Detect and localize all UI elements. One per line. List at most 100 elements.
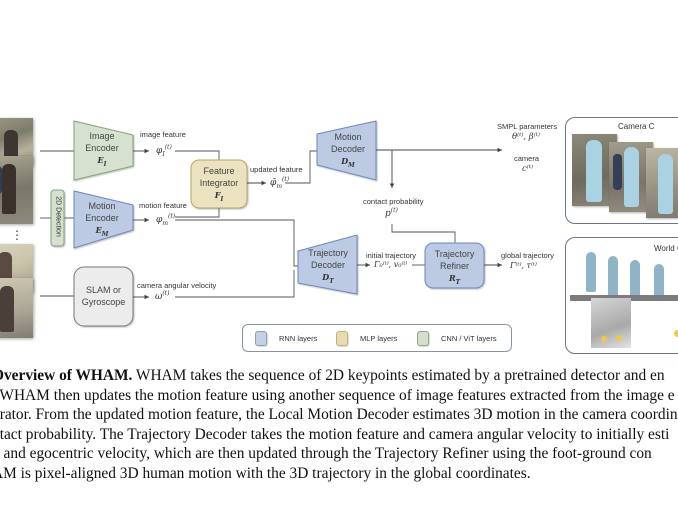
mlp-swatch <box>336 331 348 346</box>
detection-label: 2D Detection <box>54 196 62 237</box>
caption-line-4: ntact probability. The Trajectory Decode… <box>0 425 670 443</box>
walking-mesh-1 <box>586 252 596 292</box>
figure-caption: Overview of WHAM. WHAM takes the sequenc… <box>0 366 678 483</box>
person-silhouette <box>0 166 2 194</box>
image-encoder-shape <box>73 120 134 181</box>
initial-trajectory-symbol: Γ₀⁽ᵗ⁾, v₀⁽ᵗ⁾ <box>374 260 408 269</box>
connector-motion-feature-to-integrator <box>175 208 220 218</box>
image-feature-symbol: φI(t) <box>156 144 172 158</box>
camera-label: camera <box>514 154 540 163</box>
motion-decoder-symbol: DM <box>341 156 355 169</box>
camera-output-frame-3 <box>646 148 678 218</box>
person-silhouette <box>0 286 14 332</box>
body-mesh <box>586 140 602 202</box>
ellipsis-dots: ⋮ <box>11 228 23 242</box>
feature-integrator-symbol: FI <box>214 190 224 203</box>
person-silhouette <box>2 164 16 214</box>
trajectory-refiner-symbol: RT <box>448 273 461 286</box>
body-mesh <box>658 154 673 214</box>
person-silhouette <box>613 154 622 190</box>
smpl-parameters-symbol: θ⁽ᵗ⁾, β⁽ᵗ⁾ <box>512 132 540 142</box>
connector-contact-to-refiner <box>391 224 456 243</box>
trajectory-decoder-line1: Trajectory <box>308 248 348 258</box>
caption-line-2: WHAM then updates the motion feature usi… <box>0 386 675 404</box>
feature-integrator-label: Feature Integrator FI <box>191 165 247 206</box>
legend-label-mlp: MLP layers <box>360 334 398 343</box>
motion-encoder-label: Motion Encoder EM <box>78 200 126 241</box>
world-panel-title: World C <box>654 244 678 253</box>
image-encoder-line2: Encoder <box>85 143 119 153</box>
caption-line-5: n and egocentric velocity, which are the… <box>0 445 652 462</box>
contact-dot <box>601 336 607 342</box>
trajectory-decoder-shape <box>297 234 358 295</box>
feature-integrator-line1: Feature <box>203 166 235 176</box>
updated-feature-symbol: φ̃m(t) <box>270 176 290 190</box>
motion-feature-label: motion feature <box>139 201 187 210</box>
caption-line-6: AM is pixel-aligned 3D human motion with… <box>0 464 531 482</box>
legend-label-rnn: RNN layers <box>279 334 318 343</box>
camera-symbol: c⁽ᵗ⁾ <box>522 164 534 174</box>
motion-encoder-symbol: EM <box>95 225 109 238</box>
person-silhouette <box>4 130 18 160</box>
motion-encoder-shape <box>73 190 134 249</box>
trajectory-refiner-shape <box>424 242 485 289</box>
trajectory-decoder-symbol: DT <box>322 272 334 285</box>
connector-motion-feature-to-traj-decoder <box>175 219 298 267</box>
trajectory-refiner-line1: Trajectory <box>434 249 475 259</box>
connector-angular-velocity-to-traj-decoder <box>175 270 295 298</box>
slam-label: SLAM or Gyroscope <box>74 284 133 308</box>
trajectory-decoder-line2: Decoder <box>310 260 346 270</box>
walking-mesh-4 <box>654 264 664 300</box>
trajectory-refiner-label: Trajectory Refiner RT <box>425 248 484 289</box>
input-frame-2 <box>0 156 33 224</box>
caption-title: Overview of WHAM. <box>0 367 133 384</box>
camera-angular-velocity-label: camera angular velocity <box>137 281 217 290</box>
motion-encoder-line1: Motion <box>88 201 116 211</box>
slam-shape <box>73 266 134 327</box>
initial-trajectory-label: initial trajectory <box>366 251 417 260</box>
highlight-legend-dot <box>674 330 678 337</box>
slam-line2: Gyroscope <box>81 297 126 307</box>
motion-feature-symbol: φm(t) <box>156 213 176 227</box>
angular-velocity-symbol: ω(t) <box>155 290 170 302</box>
slam-line1: SLAM or <box>85 285 121 295</box>
layer-legend: RNN layers MLP layers CNN / ViT layers <box>242 324 512 352</box>
detection-box <box>50 189 65 247</box>
image-encoder-symbol: EI <box>97 155 107 168</box>
motion-decoder-shape <box>316 120 377 181</box>
body-mesh <box>624 147 639 207</box>
smpl-parameters-label: SMPL parameters <box>497 122 558 131</box>
motion-decoder-line2: Decoder <box>330 144 366 154</box>
input-frame-4 <box>0 278 33 338</box>
connector-image-feature-to-integrator <box>175 150 220 160</box>
diagram-canvas <box>40 120 502 327</box>
rnn-swatch <box>255 331 267 346</box>
cnn-swatch <box>417 331 429 346</box>
legend-item-rnn: RNN layers <box>255 331 317 346</box>
feature-integrator-shape <box>190 159 248 209</box>
connector-updated-feature-to-decoder <box>285 150 317 184</box>
caption-line-1: Overview of WHAM. WHAM takes the sequenc… <box>0 366 678 386</box>
legend-label-cnn: CNN / ViT layers <box>441 334 497 343</box>
trajectory-decoder-label: Trajectory Decoder DT <box>301 247 355 288</box>
caption-line-3: grator. From the updated motion feature,… <box>0 406 678 423</box>
updated-feature-label: updated feature <box>250 165 303 174</box>
global-trajectory-symbol: Γ⁽ᵗ⁾, τ⁽ᵗ⁾ <box>510 261 537 270</box>
image-encoder-label: Image Encoder EI <box>78 130 126 171</box>
camera-coordinates-panel: Camera C <box>565 117 678 224</box>
image-feature-label: image feature <box>140 130 186 139</box>
image-encoder-line1: Image <box>89 131 115 141</box>
contact-probability-label: contact probability <box>363 197 424 206</box>
motion-decoder-label: Motion Decoder DM <box>322 131 374 172</box>
contact-probability-symbol: p(t) <box>385 207 398 219</box>
legend-item-mlp: MLP layers <box>336 331 397 346</box>
contact-dot <box>616 335 622 341</box>
walking-mesh-2 <box>608 256 618 296</box>
motion-decoder-line1: Motion <box>334 132 362 142</box>
camera-output-frame-2 <box>609 142 653 212</box>
motion-encoder-line2: Encoder <box>85 213 119 223</box>
legend-item-cnn: CNN / ViT layers <box>417 331 497 346</box>
camera-panel-title: Camera C <box>618 122 655 131</box>
trajectory-refiner-line2: Refiner <box>439 261 469 271</box>
walking-mesh-3 <box>630 260 640 298</box>
